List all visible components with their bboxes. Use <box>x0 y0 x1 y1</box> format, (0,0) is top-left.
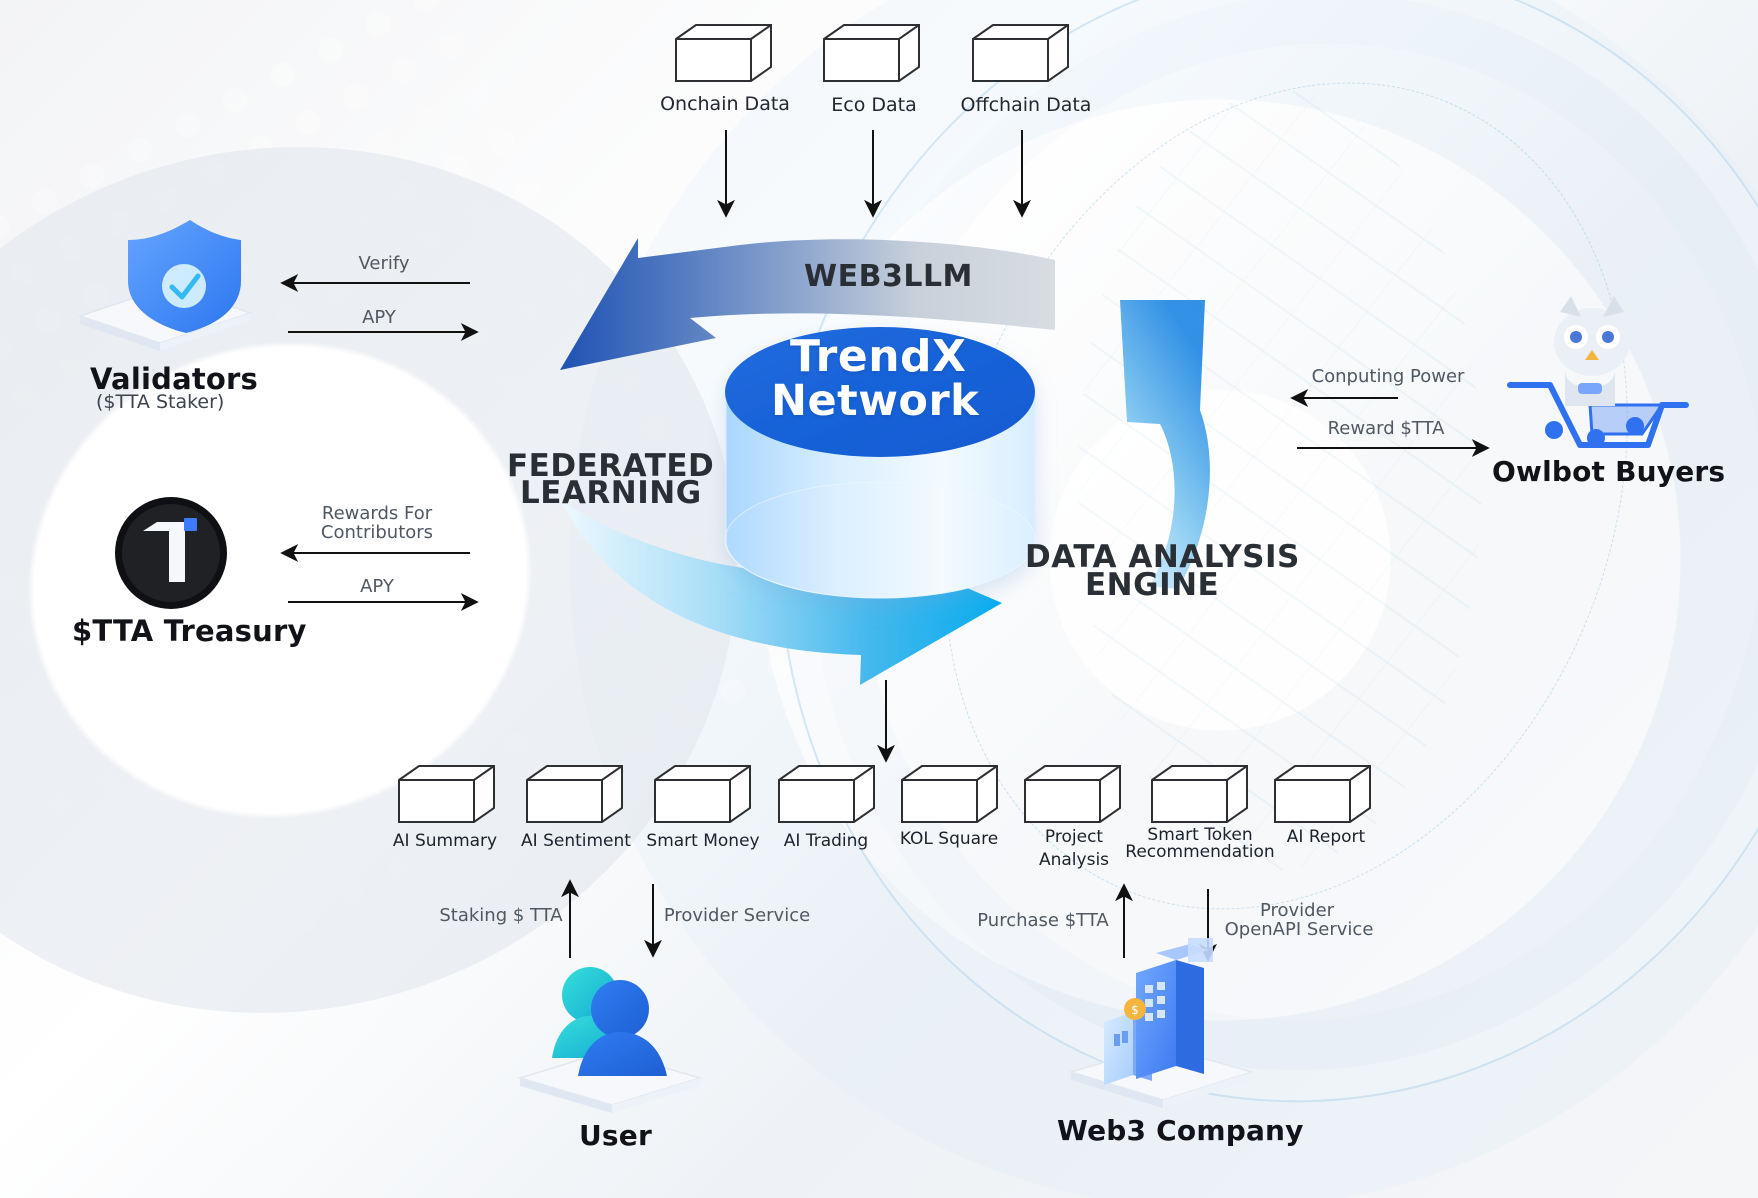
kol-square-cube-icon <box>901 765 998 823</box>
web3llm-label: WEB3LLM <box>804 259 973 294</box>
service-project-analysis-line-2: Analysis <box>1038 850 1110 870</box>
data-analysis-line-2: ENGINE <box>1085 567 1220 603</box>
service-kol-square-label: KOL Square <box>899 829 999 849</box>
staking-label: Staking $ TTA <box>439 905 563 926</box>
service-ai-summary-label: AI Summary <box>392 831 498 851</box>
provider-service-label: Provider Service <box>663 905 811 926</box>
ai-summary-cube-icon <box>398 765 495 823</box>
user-title: User <box>579 1119 653 1152</box>
treasury-apy-label: APY <box>360 576 394 597</box>
onchain-data-label: Onchain Data <box>660 93 790 115</box>
eco-data-label: Eco Data <box>831 94 917 116</box>
validators-subtitle: ($TTA Staker) <box>96 391 225 413</box>
provider-openapi-line-2: OpenAPI Service <box>1224 919 1374 940</box>
verify-label: Verify <box>358 253 410 274</box>
service-smart-token-line-1: Smart Token <box>1147 825 1253 845</box>
provider-openapi-line-1: Provider <box>1259 900 1335 921</box>
eco-data-cube-icon <box>823 24 920 82</box>
trendx-network-cylinder <box>724 327 1036 599</box>
onchain-data-cube-icon <box>675 24 772 82</box>
network-title: Network <box>771 376 980 426</box>
owlbot-cart-icon <box>1507 296 1689 448</box>
service-smart-money-label: Smart Money <box>646 831 760 851</box>
service-ai-report-label: AI Report <box>1286 827 1366 847</box>
ai-report-cube-icon <box>1274 765 1371 823</box>
smart-token-recommendation-cube-icon <box>1151 765 1248 823</box>
offchain-data-cube-icon <box>972 24 1069 82</box>
service-project-analysis-line-1: Project <box>1044 827 1104 847</box>
service-ai-sentiment-label: AI Sentiment <box>521 831 631 851</box>
treasury-coin-icon <box>115 497 227 609</box>
service-smart-token-line-2: Recommendation <box>1125 842 1275 862</box>
ai-trading-cube-icon <box>778 765 875 823</box>
ai-sentiment-cube-icon <box>526 765 623 823</box>
offchain-data-label: Offchain Data <box>960 94 1092 116</box>
owlbot-buyers-title: Owlbot Buyers <box>1492 455 1726 488</box>
data-analysis-line-1: DATA ANALYSIS <box>1025 539 1300 575</box>
web3llm-cycle-arrow <box>560 238 1055 370</box>
user-icon <box>517 967 703 1113</box>
web3-company-title: Web3 Company <box>1057 1114 1304 1147</box>
federated-learning-line-2: LEARNING <box>520 475 702 511</box>
rewards-line-1: Rewards For <box>321 503 433 524</box>
federated-learning-line-1: FEDERATED <box>507 448 715 484</box>
purchase-tta-label: Purchase $TTA <box>977 910 1109 931</box>
validators-shield-icon <box>77 220 253 351</box>
smart-money-cube-icon <box>654 765 751 823</box>
svg-text:$: $ <box>1131 1003 1139 1017</box>
trendx-title: TrendX <box>790 331 967 382</box>
project-analysis-cube-icon <box>1024 765 1121 823</box>
web3-company-building-icon: $ <box>1068 938 1255 1108</box>
service-ai-trading-label: AI Trading <box>783 831 869 851</box>
data-analysis-cycle-arrow <box>1120 300 1210 589</box>
federated-learning-cycle-arrow <box>560 500 1002 685</box>
validators-title: Validators <box>90 362 258 396</box>
treasury-title: $TTA Treasury <box>72 614 307 648</box>
computing-power-label: Conputing Power <box>1311 366 1465 387</box>
validators-apy-label: APY <box>362 307 396 328</box>
reward-tta-label: Reward $TTA <box>1327 418 1445 439</box>
rewards-line-2: Contributors <box>320 522 434 543</box>
